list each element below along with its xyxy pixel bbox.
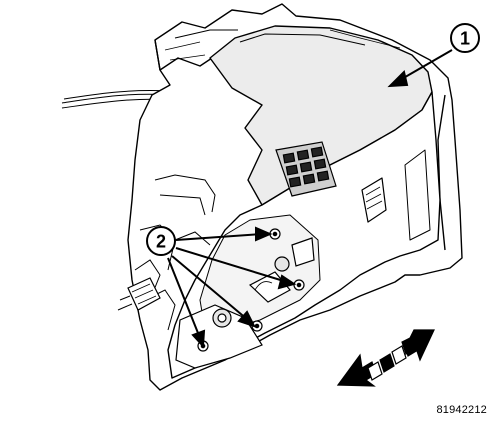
callout-2-label: 2 [156, 232, 166, 252]
center-vent [275, 141, 337, 197]
callout-1: 1 [450, 23, 480, 53]
callout-1-label: 1 [460, 29, 470, 49]
figure-number: 81942212 [436, 404, 487, 416]
instrument-panel-body [167, 91, 441, 379]
leader-lines [167, 49, 453, 349]
screw-icon [251, 320, 263, 332]
fasteners [197, 228, 305, 352]
callout-2: 2 [146, 226, 176, 256]
connector [117, 277, 161, 311]
removal-direction-arrow-icon [336, 329, 435, 387]
screw-icon [293, 279, 305, 291]
